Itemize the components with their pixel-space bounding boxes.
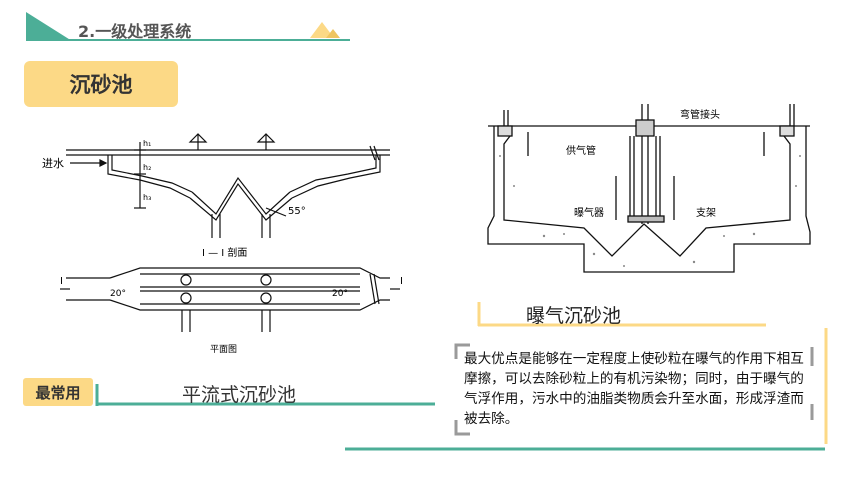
support-label: 支架 <box>696 207 716 219</box>
desc-corner-top-left <box>454 343 470 359</box>
h1-label: h₁ <box>143 139 151 148</box>
air-pipe-label: 供气管 <box>566 144 596 157</box>
desc-corner-bottom-left <box>454 420 470 436</box>
plan-caption: 平面图 <box>210 344 237 355</box>
angle-label: 55° <box>288 206 306 217</box>
section-marker-right: I <box>400 276 403 287</box>
inlet-label: 进水 <box>42 157 64 170</box>
horizontal-grit-chamber-drawing: 进水 h₁ h₂ h₃ 55° I — I 剖面 20° 20° I I 平面图 <box>42 133 403 355</box>
section-marker-left: I <box>60 276 63 287</box>
plan-angle-left: 20° <box>110 289 126 299</box>
mountain-icon-large <box>310 22 334 38</box>
section-caption: I — I 剖面 <box>202 246 247 259</box>
header-triangle <box>26 12 72 41</box>
topic-badge: 沉砂池 <box>24 61 178 107</box>
plan-angle-right: 20° <box>332 289 348 299</box>
aerator-label: 曝气器 <box>574 206 604 219</box>
h3-label: h₃ <box>143 193 151 202</box>
most-used-badge: 最常用 <box>23 378 93 406</box>
aerated-grit-chamber-drawing: 弯管接头 供气管 曝气器 支架 <box>487 104 811 273</box>
description-text: 最大优点是能够在一定程度上使砂粒在曝气的作用下相互摩擦，可以去除砂粒上的有机污染… <box>464 351 804 427</box>
aerated-grit-chamber-caption: 曝气沉砂池 <box>526 305 622 327</box>
horizontal-grit-chamber-caption: 平流式沉砂池 <box>182 384 297 406</box>
mountain-icon-small <box>326 29 340 38</box>
h2-label: h₂ <box>143 163 151 172</box>
section-title: 2.一级处理系统 <box>78 22 192 41</box>
pipe-joint-label: 弯管接头 <box>680 108 720 121</box>
